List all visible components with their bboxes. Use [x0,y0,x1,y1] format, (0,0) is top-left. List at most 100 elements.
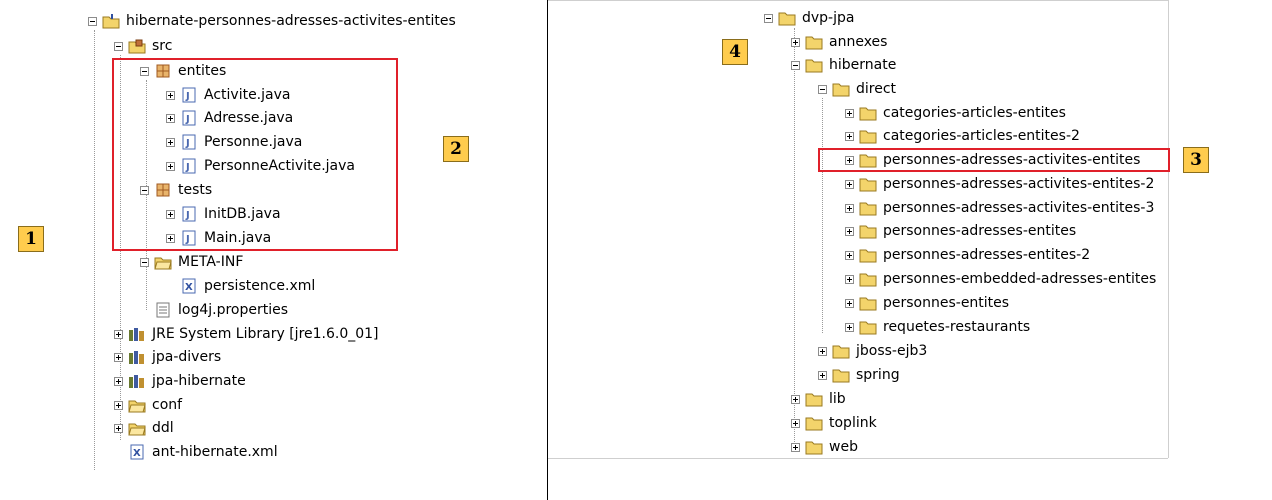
tree-item-package-tests[interactable]: tests [140,179,212,201]
tree-item-label: InitDB.java [204,206,281,222]
expand-toggle[interactable] [114,352,123,362]
java-file-icon: J [180,158,198,174]
folder-open-icon [128,420,146,436]
folder-icon [832,343,850,359]
collapse-toggle[interactable] [88,16,97,26]
tree-item-library[interactable]: jpa-hibernate [114,370,246,392]
tree-item-folder-highlighted[interactable]: personnes-adresses-activites-entites [845,149,1140,171]
tree-item-xml-file[interactable]: X persistence.xml [180,275,315,297]
tree-item-folder[interactable]: categories-articles-entites [845,102,1066,124]
collapse-toggle[interactable] [791,60,800,70]
tree-item-label: jboss-ejb3 [856,343,928,359]
xml-file-icon: X [128,444,146,460]
expand-toggle[interactable] [166,233,175,243]
expand-toggle[interactable] [845,250,854,260]
folder-open-icon [128,397,146,413]
tree-item-label: lib [829,391,846,407]
expand-toggle[interactable] [845,298,854,308]
tree-item-src[interactable]: src [114,35,172,57]
expand-toggle[interactable] [114,376,123,386]
tree-item-folder[interactable]: personnes-entites [845,292,1009,314]
expand-toggle[interactable] [845,322,854,332]
expand-toggle[interactable] [845,274,854,284]
tree-item-package-entites[interactable]: entites [140,60,226,82]
tree-item-folder[interactable]: requetes-restaurants [845,316,1030,338]
tree-item-folder[interactable]: categories-articles-entites-2 [845,125,1080,147]
expand-toggle[interactable] [114,329,123,339]
expand-toggle[interactable] [845,131,854,141]
tree-item-label: jpa-divers [152,349,222,365]
library-icon [128,373,146,389]
collapse-toggle[interactable] [114,41,123,51]
expand-toggle[interactable] [791,37,800,47]
collapse-toggle[interactable] [764,13,773,23]
tree-item-label: tests [178,182,213,198]
expand-toggle[interactable] [114,400,123,410]
tree-item-label: personnes-adresses-activites-entites-2 [883,176,1155,192]
tree-item-label: conf [152,397,183,413]
expand-toggle[interactable] [114,423,123,433]
tree-item-folder[interactable]: personnes-embedded-adresses-entites [845,268,1156,290]
collapse-toggle[interactable] [140,185,149,195]
tree-item-library[interactable]: jpa-divers [114,346,221,368]
source-folder-icon [128,38,146,54]
expand-toggle[interactable] [845,179,854,189]
tree-item-folder[interactable]: annexes [791,31,887,53]
tree-item-xml-file[interactable]: X ant-hibernate.xml [128,441,278,463]
svg-text:X: X [133,448,141,459]
folder-icon [859,128,877,144]
tree-item-label: personnes-entites [883,295,1010,311]
tree-item-folder[interactable]: web [791,436,858,458]
expand-toggle[interactable] [791,442,800,452]
collapse-toggle[interactable] [140,257,149,267]
tree-item-folder[interactable]: ddl [114,417,174,439]
tree-item-library[interactable]: JRE System Library [jre1.6.0_01] [114,323,379,345]
tree-item-java-file[interactable]: J Personne.java [166,131,302,153]
expand-toggle[interactable] [166,161,175,171]
tree-item-java-file[interactable]: J Activite.java [166,84,290,106]
tree-item-java-file[interactable]: J PersonneActivite.java [166,155,355,177]
expand-toggle[interactable] [166,137,175,147]
expand-toggle[interactable] [818,346,827,356]
tree-item-folder[interactable]: jboss-ejb3 [818,340,927,362]
tree-item-label: direct [856,81,897,97]
collapse-toggle[interactable] [818,84,827,94]
tree-item-folder[interactable]: lib [791,388,846,410]
tree-item-java-file[interactable]: J Adresse.java [166,107,293,129]
tree-item-java-file[interactable]: J Main.java [166,227,271,249]
tree-item-folder[interactable]: personnes-adresses-activites-entites-2 [845,173,1154,195]
expand-toggle[interactable] [166,209,175,219]
expand-toggle[interactable] [845,203,854,213]
expand-toggle[interactable] [845,226,854,236]
tree-item-meta-inf[interactable]: META-INF [140,251,243,273]
tree-item-label: personnes-adresses-entites [883,223,1077,239]
expand-toggle[interactable] [791,394,800,404]
tree-item-folder[interactable]: direct [818,78,896,100]
tree-item-folder[interactable]: spring [818,364,900,386]
tree-item-folder[interactable]: personnes-adresses-entites [845,220,1076,242]
expand-toggle[interactable] [791,418,800,428]
tree-item-label: Personne.java [204,134,303,150]
expand-toggle[interactable] [166,90,175,100]
tree-item-folder[interactable]: conf [114,394,182,416]
folder-icon [859,247,877,263]
tree-item-java-file[interactable]: J InitDB.java [166,203,281,225]
tree-item-folder[interactable]: toplink [791,412,877,434]
expand-toggle[interactable] [166,113,175,123]
tree-guide [94,30,95,470]
tree-item-folder[interactable]: personnes-adresses-activites-entites-3 [845,197,1154,219]
tree-item-label: categories-articles-entites [883,105,1066,121]
tree-item-root[interactable]: dvp-jpa [764,7,854,29]
expand-toggle[interactable] [845,108,854,118]
folder-icon [859,223,877,239]
tree-item-folder[interactable]: personnes-adresses-entites-2 [845,244,1090,266]
expand-toggle[interactable] [818,370,827,380]
right-panel-border [1168,0,1169,458]
tree-item-properties-file[interactable]: log4j.properties [154,299,288,321]
tree-item-folder[interactable]: hibernate [791,54,896,76]
collapse-toggle[interactable] [140,66,149,76]
tree-item-project[interactable]: hibernate-personnes-adresses-activites-e… [88,10,456,32]
java-file-icon: J [180,87,198,103]
svg-text:J: J [185,162,190,173]
expand-toggle[interactable] [845,155,854,165]
